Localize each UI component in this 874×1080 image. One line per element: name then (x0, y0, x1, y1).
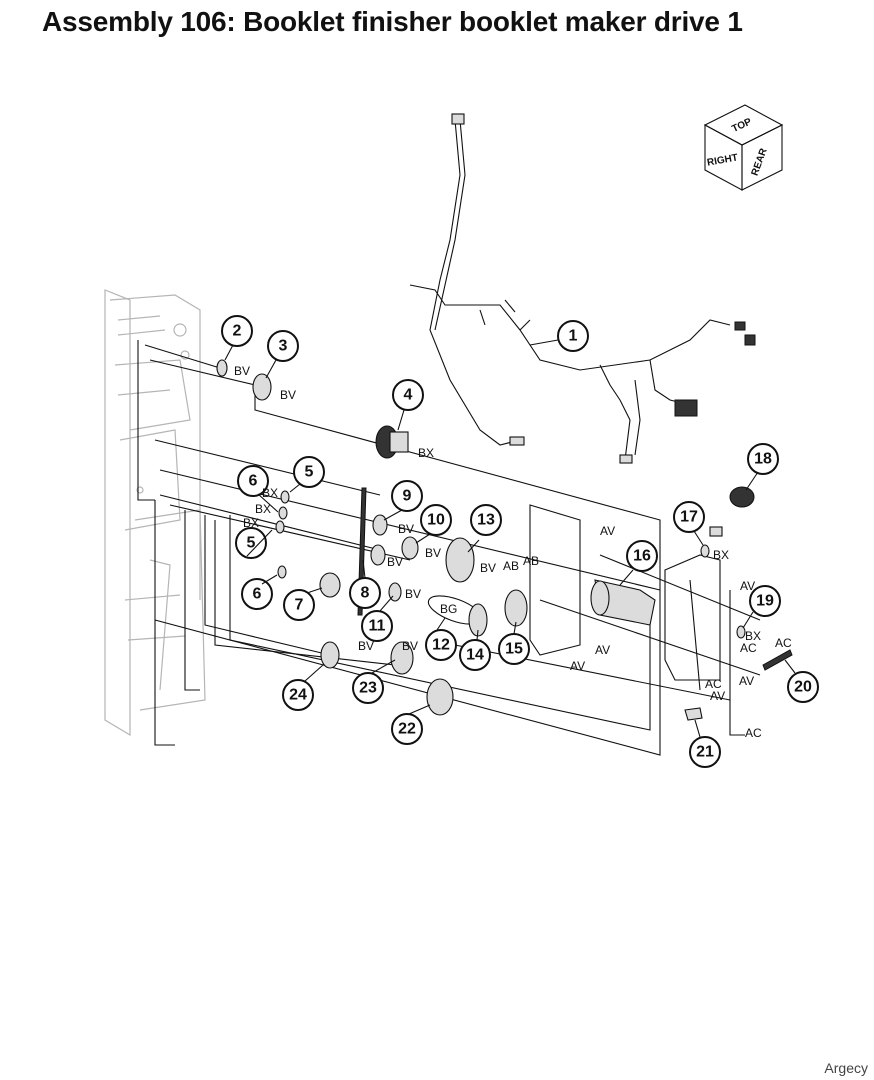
callout-5: 5 (293, 456, 325, 488)
booklet-maker-frame (104, 289, 206, 737)
svg-text:20: 20 (794, 679, 812, 696)
callout-7: 7 (283, 589, 315, 621)
callout-11: 11 (361, 610, 393, 642)
svg-text:BX: BX (745, 629, 761, 643)
parts (216, 359, 793, 721)
callout-3: 3 (267, 330, 299, 362)
callout-24: 24 (282, 679, 314, 711)
callout-22: 22 (391, 713, 423, 745)
svg-text:BX: BX (255, 502, 271, 516)
callout-4: 4 (392, 379, 424, 411)
callout-15: 15 (498, 633, 530, 665)
svg-text:BV: BV (358, 639, 374, 653)
svg-text:AC: AC (775, 636, 792, 650)
callout-9: 9 (391, 480, 423, 512)
callout-14: 14 (459, 639, 491, 671)
svg-text:AB: AB (523, 554, 539, 568)
svg-text:5: 5 (247, 535, 256, 552)
svg-text:BV: BV (387, 555, 403, 569)
callout-8: 8 (349, 577, 381, 609)
svg-text:5: 5 (305, 464, 314, 481)
svg-text:12: 12 (432, 637, 450, 654)
svg-text:BX: BX (262, 486, 278, 500)
svg-text:7: 7 (295, 597, 304, 614)
svg-text:BX: BX (713, 548, 729, 562)
svg-text:AV: AV (739, 674, 754, 688)
svg-text:AV: AV (600, 524, 615, 538)
svg-text:24: 24 (289, 687, 307, 704)
callout-13: 13 (470, 504, 502, 536)
svg-text:3: 3 (279, 338, 288, 355)
leader-lines (224, 339, 796, 738)
svg-text:1: 1 (569, 328, 578, 345)
svg-text:9: 9 (403, 488, 412, 505)
svg-text:19: 19 (756, 593, 774, 610)
svg-text:8: 8 (361, 585, 370, 602)
svg-text:15: 15 (505, 641, 523, 658)
callout-2: 2 (221, 315, 253, 347)
callouts: 1 2 3 4 5 5 6 6 7 8 9 10 11 12 13 14 15 … (221, 315, 819, 768)
callout-17: 17 (673, 501, 705, 533)
svg-text:AV: AV (740, 579, 755, 593)
callout-10: 10 (420, 504, 452, 536)
svg-text:4: 4 (404, 387, 413, 404)
callout-6: 6 (241, 578, 273, 610)
svg-text:18: 18 (754, 451, 772, 468)
svg-text:BV: BV (425, 546, 441, 560)
svg-text:14: 14 (466, 647, 484, 664)
orientation-cube: TOP RIGHT REAR (703, 104, 784, 191)
svg-text:BG: BG (440, 602, 457, 616)
svg-text:2: 2 (233, 323, 242, 340)
footer-brand: Argecy (824, 1060, 868, 1076)
svg-text:6: 6 (253, 586, 262, 603)
svg-text:23: 23 (359, 680, 377, 697)
wire-harness (409, 113, 756, 464)
svg-text:AC: AC (705, 677, 722, 691)
callout-16: 16 (626, 540, 658, 572)
callout-23: 23 (352, 672, 384, 704)
svg-text:6: 6 (249, 473, 258, 490)
svg-text:BX: BX (418, 446, 434, 460)
svg-text:22: 22 (398, 721, 416, 738)
svg-text:AC: AC (740, 641, 757, 655)
callout-6: 6 (237, 465, 269, 497)
svg-text:AV: AV (595, 643, 610, 657)
svg-text:BV: BV (405, 587, 421, 601)
callout-18: 18 (747, 443, 779, 475)
reference-labels: BV BV BX BX BX BX BV BV BV BV BV BV BV B… (234, 364, 792, 740)
callout-5: 5 (235, 527, 267, 559)
svg-text:BX: BX (243, 516, 259, 530)
svg-text:11: 11 (369, 618, 386, 635)
callout-12: 12 (425, 629, 457, 661)
svg-text:BV: BV (280, 388, 296, 402)
callout-20: 20 (787, 671, 819, 703)
svg-text:AB: AB (503, 559, 519, 573)
cube-top-label: TOP (730, 116, 753, 135)
svg-text:BV: BV (402, 639, 418, 653)
svg-text:21: 21 (696, 744, 714, 761)
callout-19: 19 (749, 585, 781, 617)
svg-text:BV: BV (398, 522, 414, 536)
svg-text:BV: BV (234, 364, 250, 378)
callout-21: 21 (689, 736, 721, 768)
cube-rear-label: REAR (750, 146, 770, 177)
svg-text:17: 17 (680, 509, 698, 526)
cube-right-label: RIGHT (706, 152, 739, 168)
svg-text:10: 10 (427, 512, 445, 529)
callout-1: 1 (557, 320, 589, 352)
svg-text:16: 16 (633, 548, 651, 565)
page-title: Assembly 106: Booklet finisher booklet m… (42, 6, 743, 37)
svg-text:13: 13 (477, 512, 495, 529)
svg-text:AV: AV (710, 689, 725, 703)
svg-text:BV: BV (480, 561, 496, 575)
svg-text:AV: AV (570, 659, 585, 673)
svg-text:AC: AC (745, 726, 762, 740)
